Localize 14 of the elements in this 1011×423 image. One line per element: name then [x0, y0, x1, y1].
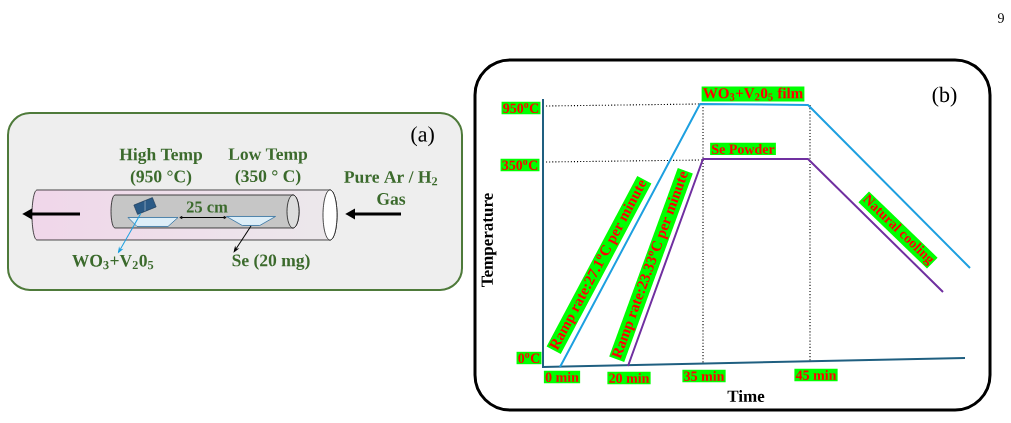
boat	[226, 216, 276, 226]
material-label: WO$_{3}$+V$_{2}$0$_{5}$	[72, 254, 154, 270]
zone-label: High Temp (950 °C)	[119, 148, 203, 186]
axis-title: Temperature	[481, 193, 497, 287]
dimension-label: 25 cm	[186, 201, 228, 213]
axis-title: Time	[727, 390, 765, 402]
leader-line	[233, 225, 252, 253]
gas-label: Pure Ar / H$_{2}$ Gas	[344, 171, 438, 205]
sample-film	[133, 197, 157, 215]
material-label: Se (20 mg)	[232, 254, 310, 270]
leader-line	[118, 212, 142, 253]
page-number: 9	[997, 13, 1004, 23]
zone-label: Low Temp (350 ° C)	[228, 148, 308, 186]
curve-label: WO$_{3}$+V$_{2}$0$_{5}$ film	[701, 86, 805, 102]
